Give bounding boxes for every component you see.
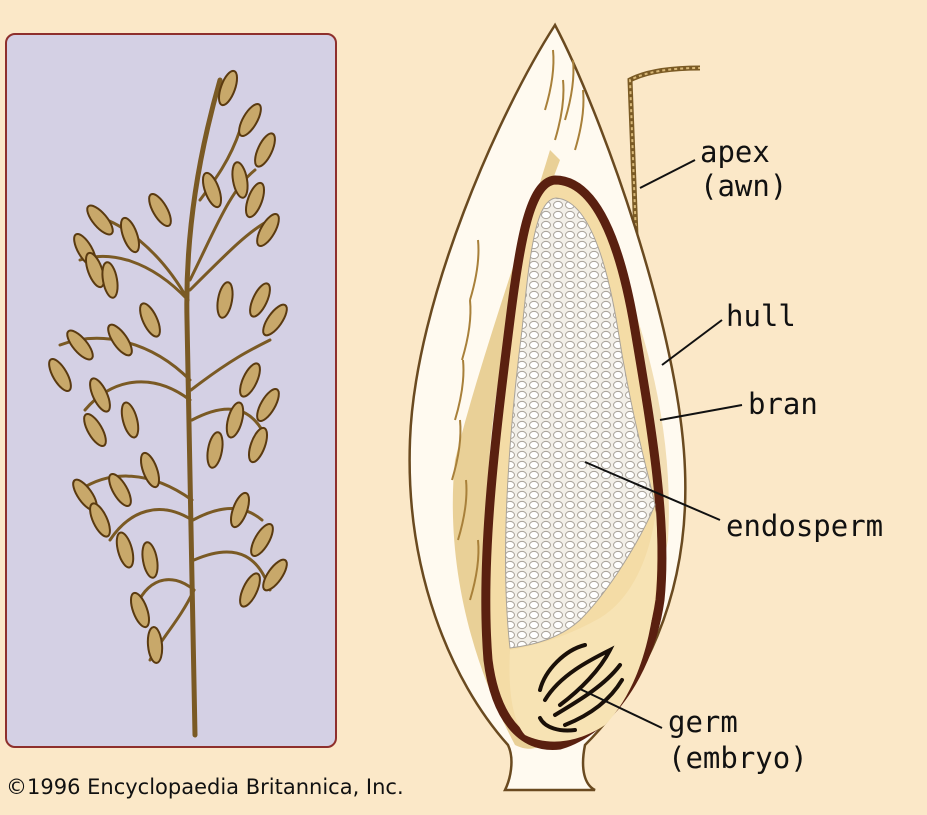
label-hull: hull bbox=[726, 300, 796, 332]
label-apex: apex bbox=[700, 136, 770, 168]
apex-leader bbox=[640, 160, 695, 188]
label-endosperm: endosperm bbox=[726, 510, 883, 542]
copyright-credit: ©1996 Encyclopaedia Britannica, Inc. bbox=[6, 775, 404, 799]
label-germ: germ bbox=[668, 706, 738, 738]
label-bran: bran bbox=[748, 388, 818, 420]
hull-leader bbox=[662, 320, 722, 365]
label-awn: (awn) bbox=[700, 170, 787, 202]
label-embryo: (embryo) bbox=[668, 742, 808, 774]
